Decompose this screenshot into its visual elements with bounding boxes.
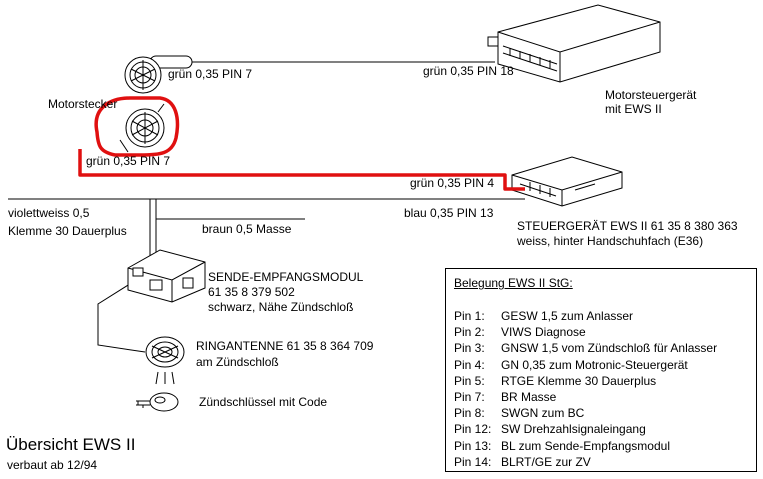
highlight-connector-ring bbox=[94, 96, 180, 157]
legend-desc: BR Masse bbox=[501, 390, 557, 405]
legend-desc: GNSW 1,5 vom Zündschloß für Anlasser bbox=[501, 341, 718, 356]
page-title: Übersicht EWS II bbox=[6, 435, 136, 454]
motorstecker-label: Motorstecker bbox=[48, 97, 118, 111]
legend-row: Pin 3: GNSW 1,5 vom Zündschloß für Anlass… bbox=[454, 340, 717, 356]
legend-desc: GN 0,35 zum Motronic-Steuergerät bbox=[501, 357, 688, 372]
legend-row: Pin 13: BL zum Sende-Empfangsmodul bbox=[454, 438, 717, 454]
transceiver-module-icon bbox=[127, 249, 206, 303]
legend-pin: Pin 2: bbox=[454, 325, 485, 340]
legend-pin: Pin 4: bbox=[454, 357, 485, 372]
legend-pin: Pin 8: bbox=[454, 406, 485, 421]
legend-desc: BLRT/GE zur ZV bbox=[501, 454, 591, 469]
ews-control-unit-icon bbox=[511, 156, 623, 207]
wiring-lines bbox=[8, 61, 525, 353]
wire-label-pin4: grün 0,35 PIN 4 bbox=[410, 176, 495, 190]
legend-list: Pin 1: GESW 1,5 zum Anlasser Pin 2: VIWS D… bbox=[454, 308, 717, 470]
wire-motor-lower bbox=[119, 139, 129, 153]
connector-plug-icon bbox=[124, 55, 193, 94]
legend-pin: Pin 7: bbox=[454, 390, 485, 405]
legend-desc: GESW 1,5 zum Anlasser bbox=[501, 309, 634, 323]
legend-desc: SWGN zum BC bbox=[501, 406, 585, 421]
legend-pin: Pin 1: bbox=[454, 309, 485, 323]
ring-antenna-icon bbox=[145, 336, 185, 385]
legend-row: Pin 14: BLRT/GE zur ZV bbox=[454, 454, 717, 470]
wire-antenna-loop bbox=[97, 281, 146, 353]
legend-row: Pin 4: GN 0,35 zum Motronic-Steuergerät bbox=[454, 357, 717, 373]
wire-label-pin7-upper: grün 0,35 PIN 7 bbox=[168, 67, 253, 81]
legend-row: Pin 7: BR Masse bbox=[454, 389, 717, 405]
wire-label-pin18: grün 0,35 PIN 18 bbox=[423, 64, 514, 78]
legend-row: Pin 5: RTGE Klemme 30 Dauerplus bbox=[454, 373, 717, 389]
connector-plug-icon bbox=[125, 103, 165, 148]
wire-label-pin7-lower: grün 0,35 PIN 7 bbox=[86, 154, 171, 168]
legend-desc: BL zum Sende-Empfangsmodul bbox=[501, 438, 670, 453]
ecu-box-icon bbox=[487, 4, 661, 83]
zuendschluessel-label: Zündschlüssel mit Code bbox=[199, 395, 328, 409]
legend-pin: Pin 3: bbox=[454, 341, 485, 356]
braun-label: braun 0,5 Masse bbox=[202, 222, 292, 236]
highlight-wire-pin4 bbox=[78, 149, 525, 191]
red-highlight bbox=[78, 96, 525, 191]
legend-pin: Pin 5: bbox=[454, 373, 485, 388]
legend-desc: SW Drehzahlsignaleingang bbox=[501, 422, 646, 437]
ignition-key-icon bbox=[136, 392, 179, 412]
legend-desc: RTGE Klemme 30 Dauerplus bbox=[501, 373, 657, 388]
legend-title: Belegung EWS II StG: bbox=[454, 276, 573, 290]
legend-pin: Pin 12: bbox=[454, 422, 492, 437]
legend-pin: Pin 13: bbox=[454, 438, 492, 453]
blau-label: blau 0,35 PIN 13 bbox=[404, 206, 494, 220]
legend-row: Pin 12: SW Drehzahlsignaleingang bbox=[454, 421, 717, 437]
legend-pin: Pin 14: bbox=[454, 454, 492, 469]
legend-row: Pin 8: SWGN zum BC bbox=[454, 405, 717, 421]
page-subtitle: verbaut ab 12/94 bbox=[7, 458, 98, 472]
legend-desc: VIWS Diagnose bbox=[501, 325, 586, 340]
pin-legend-box: Belegung EWS II StG: Pin 1: GESW 1,5 zum … bbox=[445, 268, 757, 472]
legend-row: Pin 2: VIWS Diagnose bbox=[454, 324, 717, 340]
legend-row: Pin 1: GESW 1,5 zum Anlasser bbox=[454, 308, 717, 324]
